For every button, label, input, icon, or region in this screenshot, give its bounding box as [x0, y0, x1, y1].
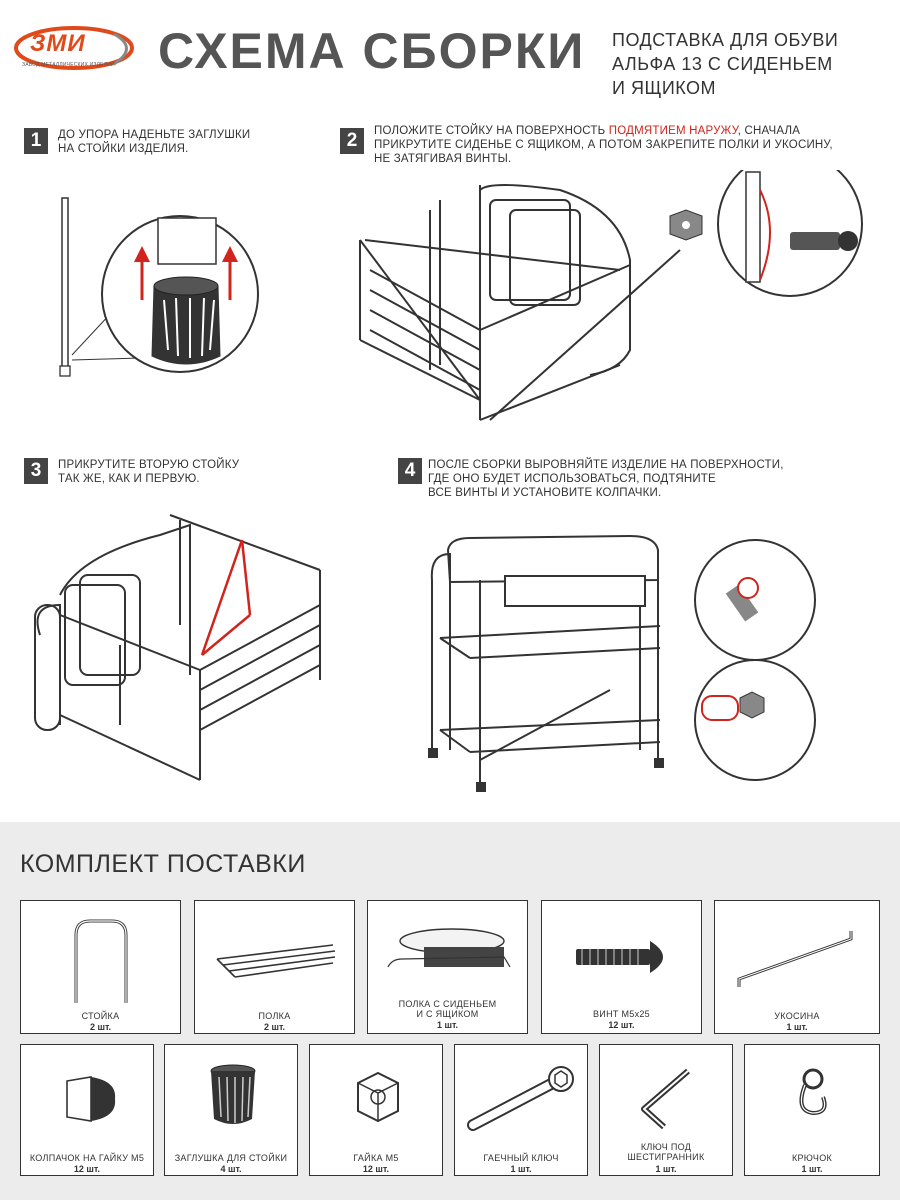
step-4-text: ПОСЛЕ СБОРКИ ВЫРОВНЯЙТЕ ИЗДЕЛИЕ НА ПОВЕР… [428, 459, 784, 499]
hex-nut-icon [357, 1071, 399, 1123]
screw-icon [576, 941, 663, 973]
step-2-highlight: ПОДМЯТИЕМ НАРУЖУ [608, 125, 738, 137]
kit-item-leg-plug: ЗАГЛУШКА ДЛЯ СТОЙКИ 4 шт. [164, 1044, 298, 1176]
step-3-illustration [34, 514, 321, 781]
hex-key-icon [641, 1068, 690, 1130]
hook-icon [799, 1068, 827, 1116]
step-2-number: 2 [340, 128, 364, 154]
step-2-text: ПОЛОЖИТЕ СТОЙКУ НА ПОВЕРХНОСТЬ ПОДМЯТИЕМ… [374, 125, 833, 165]
kit-item-hook: КРЮЧОК 1 шт. [744, 1044, 880, 1176]
rack-frame-icon [74, 919, 128, 1003]
leg-plug-icon [210, 1064, 256, 1124]
wrench-icon [467, 1066, 574, 1131]
seat-shelf-icon [387, 928, 511, 968]
kit-item-brace: УКОСИНА 1 шт. [714, 900, 880, 1034]
brand-logo: ЗМИ ЗАВОД МЕТАЛЛИЧЕСКИХ ИЗДЕЛИЙ [14, 26, 150, 76]
kit-title: КОМПЛЕКТ ПОСТАВКИ [20, 850, 306, 878]
kit-item-wrench: ГАЕЧНЫЙ КЛЮЧ 1 шт. [454, 1044, 588, 1176]
kit-item-cap-nut: КОЛПАЧОК НА ГАЙКУ М5 12 шт. [20, 1044, 154, 1176]
page-title: СХЕМА СБОРКИ [158, 23, 586, 79]
step-4-number: 4 [398, 458, 422, 484]
logo-subtitle: ЗАВОД МЕТАЛЛИЧЕСКИХ ИЗДЕЛИЙ [22, 62, 115, 68]
kit-item-seat-shelf: ПОЛКА С СИДЕНЬЕМ И С ЯЩИКОМ 1 шт. [367, 900, 528, 1034]
step-1-number: 1 [24, 128, 48, 154]
logo-text: ЗМИ [30, 30, 86, 57]
step-2-illustration [359, 170, 863, 421]
step-1-illustration [59, 197, 259, 377]
kit-item-hex-nut: ГАЙКА М5 12 шт. [309, 1044, 443, 1176]
step-3-number: 3 [24, 458, 48, 484]
logo-swoosh-icon [14, 26, 134, 70]
cap-nut-icon [66, 1076, 116, 1122]
kit-item-screw: ВИНТ М5х25 12 шт. [541, 900, 702, 1034]
kit-item-hex-key: КЛЮЧ ПОД ШЕСТИГРАННИК 1 шт. [599, 1044, 733, 1176]
kit-item-rack: СТОЙКА 2 шт. [20, 900, 181, 1034]
kit-item-shelf: ПОЛКА 2 шт. [194, 900, 355, 1034]
product-name: ПОДСТАВКА ДЛЯ ОБУВИ АЛЬФА 13 С СИДЕНЬЕМ … [612, 30, 839, 98]
shelf-icon [216, 944, 336, 978]
step-4-illustration [428, 534, 816, 792]
brace-icon [737, 931, 853, 987]
